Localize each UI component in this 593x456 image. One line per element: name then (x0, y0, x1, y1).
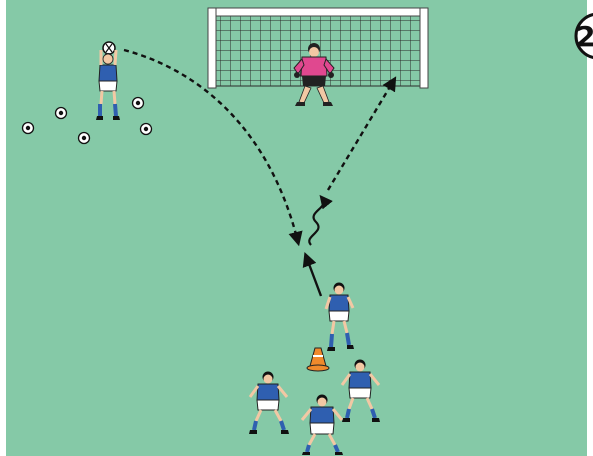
step-badge: 2 (576, 14, 593, 58)
ball-icon (141, 124, 152, 135)
ball-icon (133, 98, 144, 109)
ball-icon (23, 123, 34, 134)
ball-icon (79, 133, 90, 144)
step-number: 2 (576, 20, 593, 53)
ball-icon (56, 108, 67, 119)
